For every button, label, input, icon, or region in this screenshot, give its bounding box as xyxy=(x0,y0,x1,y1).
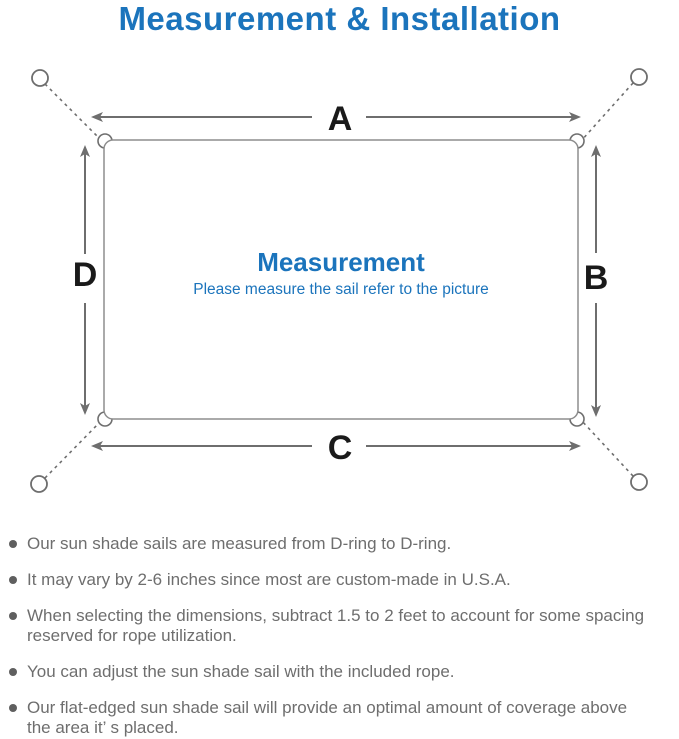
sail-outline xyxy=(103,139,579,420)
bullet-icon xyxy=(9,576,17,584)
bullet-text: It may vary by 2-6 inches since most are… xyxy=(27,570,511,589)
measurement-diagram: A B C D Measurement Please measure the s… xyxy=(30,68,648,493)
list-item: It may vary by 2-6 inches since most are… xyxy=(9,570,671,590)
list-item: Our sun shade sails are measured from D-… xyxy=(9,534,671,554)
tether-line-top-right xyxy=(580,82,634,142)
bullet-text: Our sun shade sails are measured from D-… xyxy=(27,534,452,553)
bullet-list: Our sun shade sails are measured from D-… xyxy=(9,534,671,739)
dimension-label-a: A xyxy=(328,100,353,138)
bullet-icon xyxy=(9,668,17,676)
bullet-icon xyxy=(9,612,17,620)
bullet-text: Our flat-edged sun shade sail will provi… xyxy=(27,698,628,737)
dimension-label-b: B xyxy=(584,259,609,297)
list-item: When selecting the dimensions, subtract … xyxy=(9,606,671,646)
tether-line-top-left xyxy=(44,83,103,142)
bullet-icon xyxy=(9,704,17,712)
bullet-text: You can adjust the sun shade sail with t… xyxy=(27,662,455,681)
list-item: Our flat-edged sun shade sail will provi… xyxy=(9,698,671,738)
diagram-center-title: Measurement xyxy=(257,247,425,277)
tether-line-bottom-right xyxy=(580,419,634,477)
anchor-ring-icon-top-right xyxy=(630,68,648,86)
anchor-ring-icon-bottom-right xyxy=(630,473,648,491)
anchor-ring-icon-top-left xyxy=(31,69,49,87)
tether-line-bottom-left xyxy=(44,419,103,479)
list-item: You can adjust the sun shade sail with t… xyxy=(9,662,671,682)
bullet-text: When selecting the dimensions, subtract … xyxy=(27,606,645,645)
bullet-icon xyxy=(9,540,17,548)
dimension-label-c: C xyxy=(328,429,353,467)
anchor-ring-icon-bottom-left xyxy=(30,475,48,493)
dimension-label-d: D xyxy=(73,256,98,294)
page-title: Measurement & Installation xyxy=(118,0,561,37)
diagram-center-subtitle: Please measure the sail refer to the pic… xyxy=(193,281,489,298)
